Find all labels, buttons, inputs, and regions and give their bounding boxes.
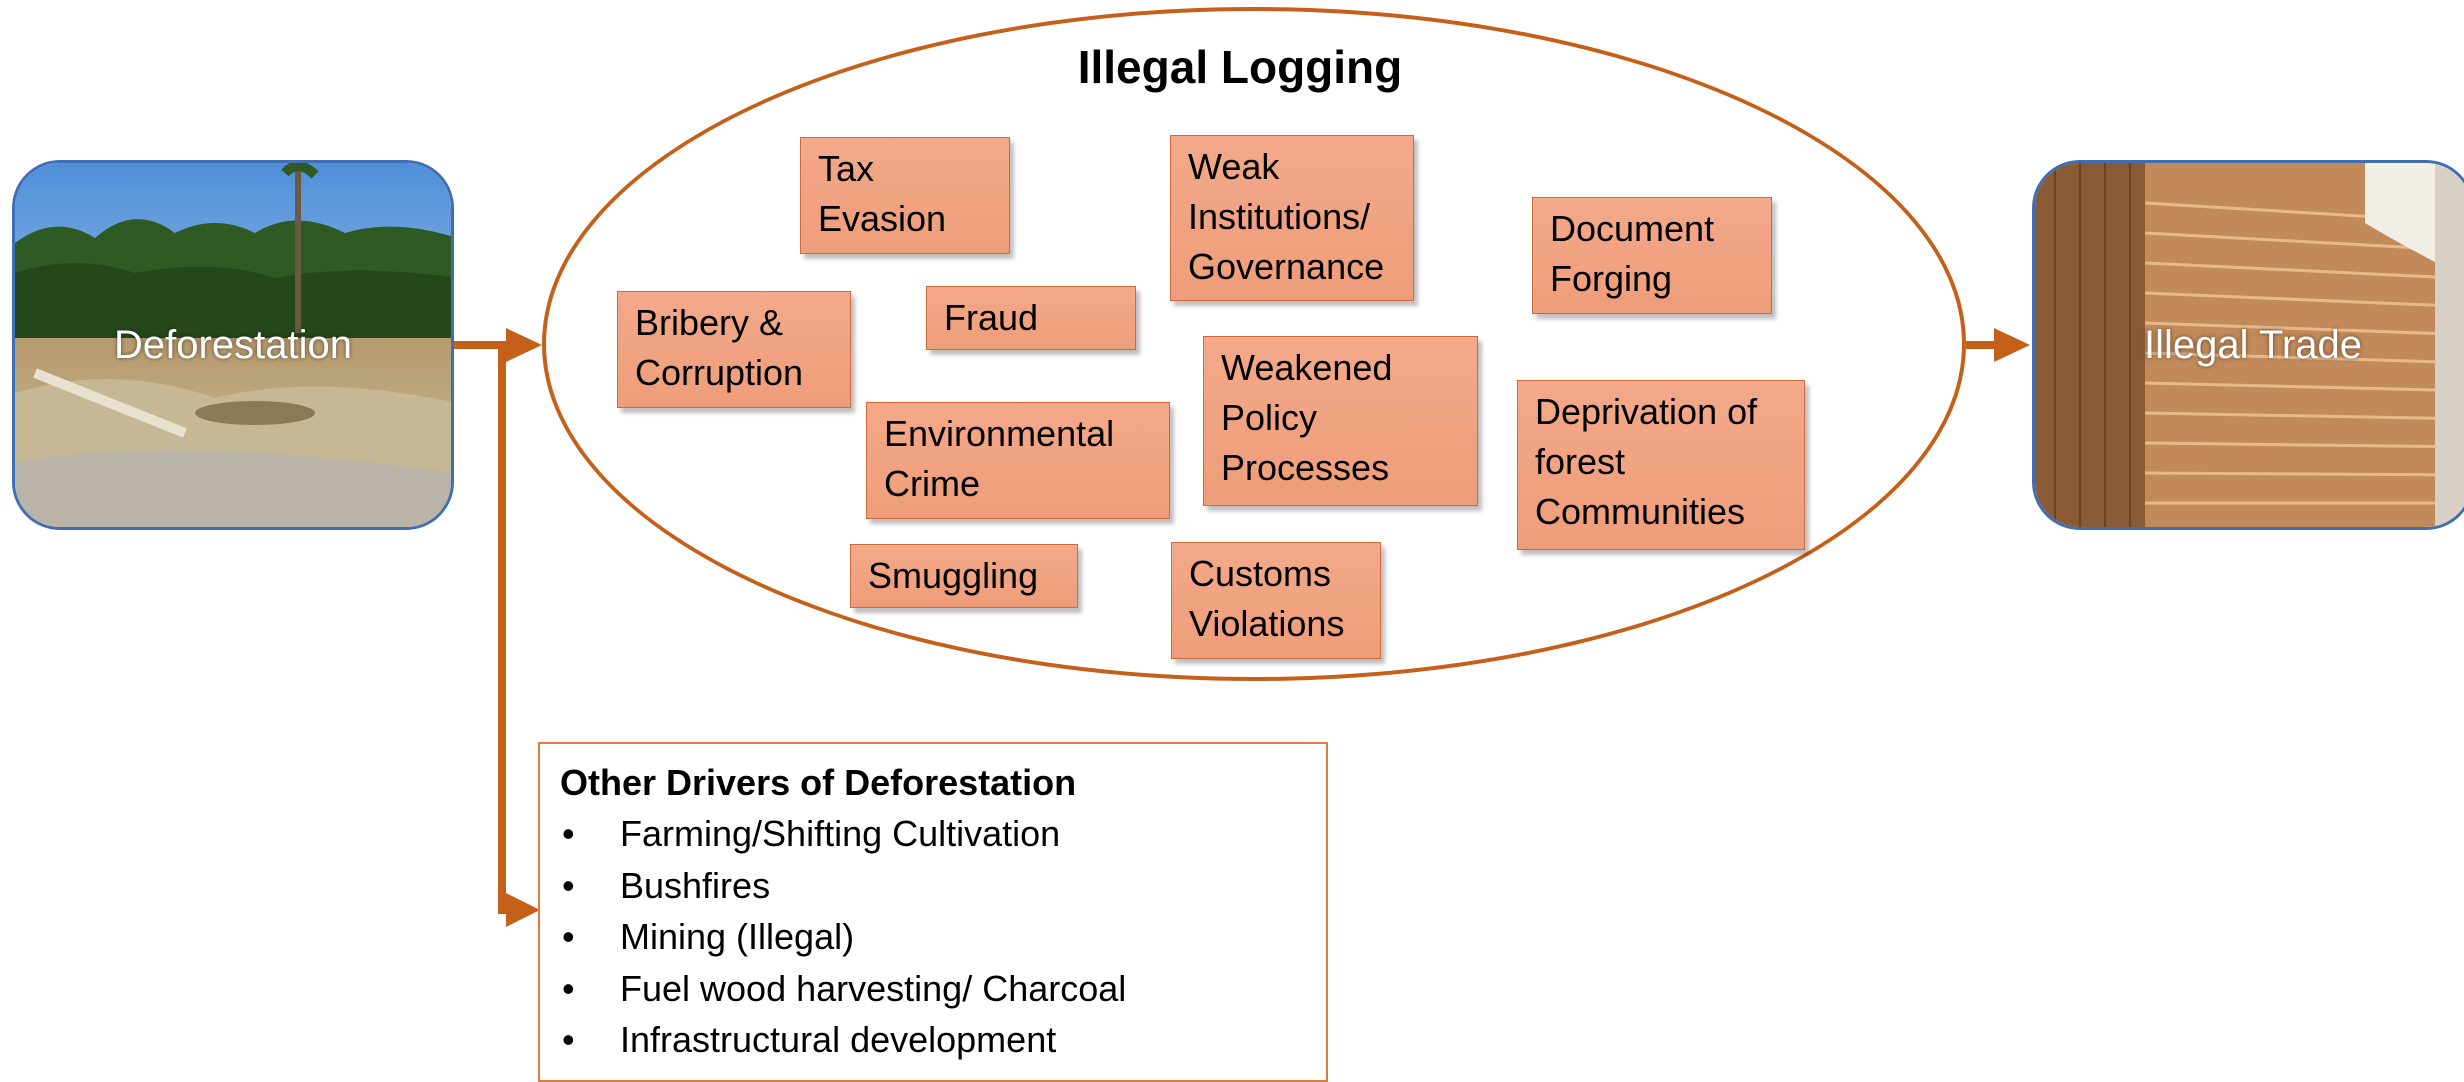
deforestation-image [15,163,451,527]
factor-label: Document Forging [1550,208,1715,299]
other-drivers-box: Other Drivers of Deforestation • Farming/… [538,742,1328,1082]
factor-weakened-policy-processes: Weakened Policy Processes [1203,336,1478,506]
timber-stack-image [2035,163,2464,527]
factor-label: Customs Violations [1189,553,1345,644]
list-item-text: Fuel wood harvesting/ Charcoal [620,967,1127,1009]
factor-bribery-corruption: Bribery & Corruption [617,291,851,408]
factor-label: Deprivation of forest Communities [1535,391,1758,532]
factor-label: Fraud [944,297,1039,338]
factor-deprivation-forest-communities: Deprivation of forest Communities [1517,380,1805,550]
list-item-text: Farming/Shifting Cultivation [620,813,1061,854]
factor-customs-violations: Customs Violations [1171,542,1381,659]
factor-smuggling: Smuggling [850,544,1078,608]
illegal-trade-photo: Illegal Trade [2032,160,2464,530]
factor-label: Weak Institutions/ Governance [1188,146,1385,287]
illegal-logging-title: Illegal Logging [1077,41,1403,93]
factor-label: Environmental Crime [884,413,1115,504]
list-item-text: Mining (Illegal) [620,916,855,957]
arrow-to-trade-head [1994,328,2030,362]
factor-label: Weakened Policy Processes [1221,347,1393,488]
arrow-to-drivers-head [506,893,540,927]
other-drivers-title: Other Drivers of Deforestation [560,762,1077,803]
illegal-logging-ellipse [542,7,1966,681]
list-item-text: Infrastructural development [620,1019,1057,1060]
list-item-text: Bushfires [620,864,771,906]
list-item: • Fuel wood harvesting/ Charcoal [560,963,1306,1015]
arrow-to-ellipse-head [506,328,542,362]
other-drivers-list: • Farming/Shifting Cultivation • Bushfires… [560,808,1306,1066]
deforestation-photo: Deforestation [12,160,454,530]
factor-label: Smuggling [868,555,1039,596]
bullet: • [562,967,575,1009]
factor-document-forging: Document Forging [1532,197,1772,314]
factor-environmental-crime: Environmental Crime [866,402,1170,519]
list-item: • Bushfires [560,860,1306,912]
bullet: • [562,864,575,906]
bullet: • [562,1019,575,1060]
factor-weak-institutions: Weak Institutions/ Governance [1170,135,1414,301]
illegal-trade-label: Illegal Trade [2144,323,2362,367]
factor-fraud: Fraud [926,286,1136,350]
bullet: • [562,916,575,957]
list-item: • Infrastructural development [560,1014,1306,1066]
list-item: • Mining (Illegal) [560,911,1306,963]
list-item: • Farming/Shifting Cultivation [560,808,1306,860]
factor-label: Bribery & Corruption [635,302,804,393]
factor-tax-evasion: Tax Evasion [800,137,1010,254]
bullet: • [562,813,575,854]
deforestation-label: Deforestation [114,323,352,367]
factor-label: Tax Evasion [818,148,947,239]
